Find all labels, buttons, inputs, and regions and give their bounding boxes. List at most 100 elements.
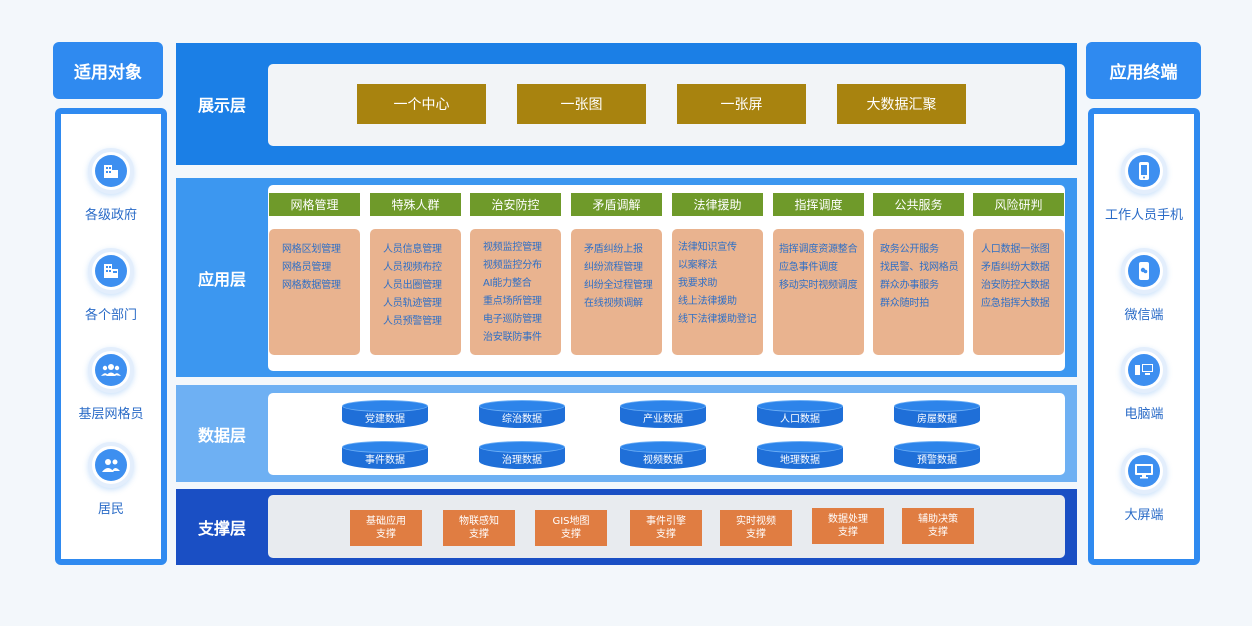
database-geographic: 地理数据 <box>757 441 843 469</box>
support-box-line1: 物联感知 <box>459 516 499 527</box>
app-head-command-dispatch: 指挥调度 <box>773 193 864 216</box>
database-label: 事件数据 <box>365 455 405 466</box>
database-video: 视频数据 <box>620 441 706 469</box>
app-item: 人员出圈管理 <box>383 280 442 291</box>
support-box-line1: 辅助决策 <box>918 514 958 525</box>
app-body-command-dispatch: 指挥调度资源整合 应急事件调度 移动实时视频调度 <box>773 229 864 355</box>
display-layer: 展示层 一个中心 一张图 一张屏 大数据汇聚 <box>176 43 1077 165</box>
app-body-mediation: 矛盾纠纷上报 纠纷流程管理 纠纷全过程管理 在线视频调解 <box>571 229 662 355</box>
left-item-departments: 各个部门 <box>61 248 161 323</box>
app-body-public-security: 视频监控管理 视频监控分布 AI能力整合 重点场所管理 电子巡防管理 治安联防事… <box>470 229 561 355</box>
left-column-inner: 各级政府 各个部门 基层网格员 居民 <box>61 114 161 559</box>
display-box-big-data: 大数据汇聚 <box>837 84 966 124</box>
app-head-grid-management: 网格管理 <box>269 193 360 216</box>
app-item: 人员轨迹管理 <box>383 298 442 309</box>
app-item: 人口数据一张图 <box>981 244 1050 255</box>
right-column-title: 应用终端 <box>1086 42 1201 99</box>
left-item-residents: 居民 <box>61 442 161 517</box>
app-item: 电子巡防管理 <box>483 314 542 325</box>
support-box-line1: 实时视频 <box>736 516 776 527</box>
app-item: 人员信息管理 <box>383 244 442 255</box>
right-column-inner: 工作人员手机 微信端 电脑端 大屏端 <box>1094 114 1194 559</box>
display-box-one-screen: 一张屏 <box>677 84 806 124</box>
app-item: 应急指挥大数据 <box>981 298 1050 309</box>
app-item: 重点场所管理 <box>483 296 542 307</box>
app-item: 移动实时视频调度 <box>779 280 858 291</box>
database-party-building: 党建数据 <box>342 400 428 428</box>
display-box-one-center: 一个中心 <box>357 84 486 124</box>
app-head-mediation: 矛盾调解 <box>571 193 662 216</box>
right-item-label: 电脑端 <box>1124 407 1164 422</box>
support-layer: 支撑层 基础应用 支撑 物联感知 支撑 GIS地图 支撑 事件引擎 支撑 实时视… <box>176 489 1077 565</box>
right-item-big-screen: 大屏端 <box>1094 448 1194 523</box>
app-item: 治安防控大数据 <box>981 280 1050 291</box>
app-item: 找民警、找网格员 <box>880 262 959 273</box>
left-item-grid-workers: 基层网格员 <box>61 347 161 422</box>
app-item: 网格数据管理 <box>282 280 341 291</box>
support-box-event-engine: 事件引擎 支撑 <box>630 510 702 546</box>
right-item-computer: 电脑端 <box>1094 347 1194 422</box>
support-box-iot: 物联感知 支撑 <box>443 510 515 546</box>
app-item: 群众办事服务 <box>880 280 939 291</box>
application-layer-label: 应用层 <box>197 269 246 289</box>
left-item-label: 各个部门 <box>84 308 137 323</box>
data-layer: 数据层 党建数据 综治数据 产业数据 人口数据 房屋数据 事件数据 <box>176 385 1077 482</box>
database-label: 预警数据 <box>917 455 957 466</box>
people-icon <box>88 442 134 488</box>
app-item: 人员视频布控 <box>383 262 442 273</box>
display-box-one-map: 一张图 <box>517 84 646 124</box>
support-box-line2: 支撑 <box>376 529 396 540</box>
display-layer-content: 一个中心 一张图 一张屏 大数据汇聚 <box>268 64 1065 146</box>
computer-icon <box>1121 347 1167 393</box>
app-item: 在线视频调解 <box>584 298 643 309</box>
app-body-risk-analysis: 人口数据一张图 矛盾纠纷大数据 治安防控大数据 应急指挥大数据 <box>973 229 1064 355</box>
app-item: 应急事件调度 <box>779 262 838 273</box>
support-box-line2: 支撑 <box>746 529 766 540</box>
app-item: 网格员管理 <box>282 262 331 273</box>
support-box-realtime-video: 实时视频 支撑 <box>720 510 792 546</box>
application-layer-content: 网格管理 网格区划管理 网格员管理 网格数据管理 特殊人群 人员信息管理 人员视… <box>268 185 1065 371</box>
database-label: 党建数据 <box>365 414 405 425</box>
database-label: 产业数据 <box>643 414 683 425</box>
app-body-legal-aid: 法律知识宣传 以案释法 我要求助 线上法律援助 线下法律援助登记 <box>672 229 763 355</box>
app-item: 人员预警管理 <box>383 316 442 327</box>
app-body-special-groups: 人员信息管理 人员视频布控 人员出圈管理 人员轨迹管理 人员预警管理 <box>370 229 461 355</box>
right-item-label: 工作人员手机 <box>1104 208 1183 223</box>
phone-icon <box>1121 148 1167 194</box>
support-box-data-processing: 数据处理 支撑 <box>812 508 884 544</box>
right-item-label: 大屏端 <box>1124 508 1164 523</box>
database-label: 综治数据 <box>502 414 542 425</box>
left-item-label: 各级政府 <box>84 208 137 223</box>
database-label: 视频数据 <box>643 455 683 466</box>
app-item: 法律知识宣传 <box>678 242 737 253</box>
monitor-icon <box>1121 448 1167 494</box>
database-industry: 产业数据 <box>620 400 706 428</box>
support-box-gis: GIS地图 支撑 <box>535 510 607 546</box>
building-icon <box>88 148 134 194</box>
app-body-public-services: 政务公开服务 找民警、找网格员 群众办事服务 群众随时拍 <box>873 229 964 355</box>
database-warning: 预警数据 <box>894 441 980 469</box>
database-label: 地理数据 <box>780 455 820 466</box>
app-item: 治安联防事件 <box>483 332 542 343</box>
support-layer-content: 基础应用 支撑 物联感知 支撑 GIS地图 支撑 事件引擎 支撑 实时视频 支撑… <box>268 495 1065 558</box>
app-item: 群众随时拍 <box>880 298 929 309</box>
app-item: 矛盾纠纷上报 <box>584 244 643 255</box>
support-box-line1: 数据处理 <box>828 514 868 525</box>
support-box-line2: 支撑 <box>656 529 676 540</box>
app-item: AI能力整合 <box>483 278 532 289</box>
left-item-label: 基层网格员 <box>78 407 144 422</box>
data-layer-label: 数据层 <box>197 425 246 445</box>
app-head-risk-analysis: 风险研判 <box>973 193 1064 216</box>
display-layer-label: 展示层 <box>197 96 246 115</box>
database-label: 人口数据 <box>780 414 820 425</box>
app-item: 纠纷流程管理 <box>584 262 643 273</box>
app-item: 网格区划管理 <box>282 244 341 255</box>
database-comprehensive-governance: 综治数据 <box>479 400 565 428</box>
database-events: 事件数据 <box>342 441 428 469</box>
support-box-basic-apps: 基础应用 支撑 <box>350 510 422 546</box>
application-layer: 应用层 网格管理 网格区划管理 网格员管理 网格数据管理 特殊人群 人员信息管理… <box>176 178 1077 377</box>
app-head-special-groups: 特殊人群 <box>370 193 461 216</box>
support-box-line1: GIS地图 <box>552 516 590 527</box>
app-item: 我要求助 <box>678 278 718 289</box>
app-item: 以案释法 <box>678 260 718 271</box>
